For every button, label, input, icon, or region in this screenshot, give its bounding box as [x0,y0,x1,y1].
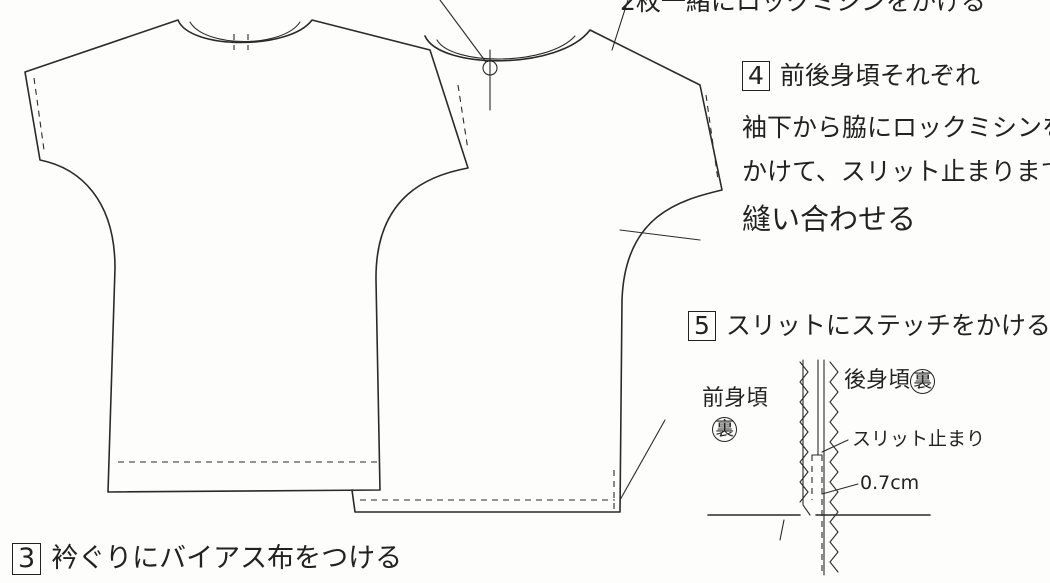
slit-end-label: スリット止まり [852,428,986,450]
step5-text: スリットにステッチをかける [725,311,1050,340]
front-bodice-label: 前身頃 [702,386,769,411]
step4-line4: 縫い合わせる [742,202,917,236]
slit-detail-drawing [707,359,931,576]
back-bodice-label: 後身頃裏 [844,362,936,395]
step4-title: 4 前後身頃それぞれ [742,56,980,92]
header-note: 2枚一緒にロックミシンをかける [620,0,986,16]
step3-text: 衿ぐりにバイアス布をつける [51,543,403,574]
leader-lines [439,0,701,501]
step4-number: 4 [742,61,770,91]
back-bodice-text: 後身頃 [844,368,911,393]
front-bodice-drawing [24,19,469,493]
stitch-width-label: 0.7cm [860,472,920,494]
step4-line2: 袖下から脇にロックミシンを [742,113,1050,142]
step4-line3: かけて、スリット止まりまで [742,157,1050,186]
step3-number: 3 [12,543,42,575]
front-wrong-side-mark: 裏 [712,417,738,443]
back-wrong-side-mark: 裏 [910,369,936,395]
step4-line1: 前後身頃それぞれ [779,61,980,90]
step3-title: 3 衿ぐりにバイアス布をつける [12,536,402,575]
step5-number: 5 [688,311,716,341]
back-bodice-drawing [351,29,723,513]
step5-title: 5 スリットにステッチをかける [688,306,1050,342]
